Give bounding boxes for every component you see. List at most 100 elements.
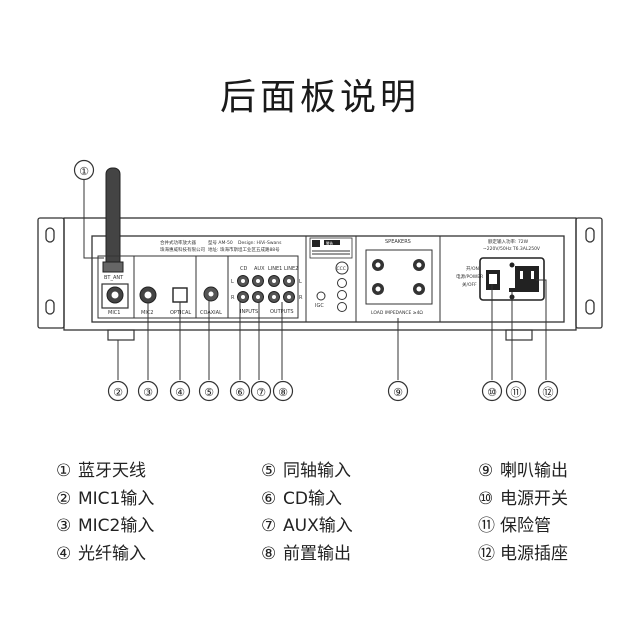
legend-mark: ① bbox=[56, 461, 72, 481]
warning-section: 警告 CCC IGC bbox=[309, 237, 353, 312]
ccc-mark: CCC bbox=[337, 266, 346, 272]
callout-circle-7 bbox=[250, 380, 272, 402]
callout-num-11: ⑪ bbox=[511, 386, 522, 399]
speaker-terminal-r-pos[interactable] bbox=[413, 259, 425, 271]
rack-ear-left bbox=[37, 217, 65, 329]
legend-label: 保险管 bbox=[500, 516, 551, 536]
legend-label: 蓝牙天线 bbox=[78, 461, 146, 481]
speaker-terminal-l-neg[interactable] bbox=[372, 283, 384, 295]
mic1-label: MIC1 bbox=[108, 310, 120, 316]
rca-line1-r[interactable] bbox=[268, 291, 280, 303]
callout-num-10: ⑩ bbox=[487, 386, 497, 399]
aux-label: AUX bbox=[254, 266, 265, 272]
callout-markers bbox=[73, 159, 559, 402]
info-line-1: 合并式功率放大器 bbox=[160, 239, 196, 246]
mic2-jack[interactable]: MIC2 bbox=[139, 286, 157, 316]
bt-antenna: BT_ANT bbox=[102, 167, 124, 281]
legend-label: 电源开关 bbox=[500, 488, 568, 509]
legend-mark: ② bbox=[56, 488, 72, 509]
line1-label: LINE1 bbox=[268, 266, 282, 272]
page-title: 后面板说明 bbox=[219, 77, 420, 118]
legend-item: ⑩ 电源开关 bbox=[478, 486, 568, 514]
legend-item: ⑨ 喇叭输出 bbox=[478, 458, 568, 486]
legend-label: 喇叭输出 bbox=[500, 461, 568, 481]
power-label: 电源/POWER bbox=[456, 273, 483, 280]
callout-num-9: ⑨ bbox=[393, 386, 403, 399]
rca-aux-r[interactable] bbox=[252, 291, 264, 303]
callout-lines bbox=[83, 180, 547, 380]
callout-circle-12 bbox=[537, 380, 559, 402]
callout-num-6: ⑥ bbox=[235, 386, 245, 399]
rca-cd-l[interactable] bbox=[237, 275, 249, 287]
optical-label: OPTICAL bbox=[170, 310, 191, 316]
cd-label: CD bbox=[240, 266, 247, 272]
rca-line2-r[interactable] bbox=[283, 291, 295, 303]
fuse-holder[interactable] bbox=[509, 288, 515, 292]
antenna-label: BT_ANT bbox=[104, 275, 124, 281]
info-model: 型号 AM-50 bbox=[208, 239, 233, 246]
callout-circle-8 bbox=[272, 380, 294, 402]
power-rating: 额定输入功率: 72W bbox=[488, 238, 529, 245]
r-label-2: R bbox=[299, 295, 303, 301]
callout-circle-6 bbox=[229, 380, 251, 402]
callout-num-3: ③ bbox=[143, 386, 153, 399]
legend-mark: ⑩ bbox=[478, 488, 494, 509]
rca-line2-l[interactable] bbox=[283, 275, 295, 287]
warning-label: 警告 bbox=[326, 241, 334, 246]
optical-input[interactable]: OPTICAL bbox=[170, 287, 191, 316]
legend-mark: ⑪ bbox=[478, 516, 495, 536]
callout-circle-11 bbox=[505, 380, 527, 402]
speaker-section: SPEAKERS LOAD IMPEDANCE ≥4Ω bbox=[365, 239, 433, 316]
legend-mark: ③ bbox=[56, 516, 72, 536]
callout-circle-10 bbox=[481, 380, 503, 402]
callout-numbers: ① ② ③ ④ ⑤ ⑥ ⑦ ⑧ ⑨ ⑩ ⑪ ⑫ bbox=[79, 165, 553, 399]
voltage-rating: ~220V/50Hz T6.3AL250V bbox=[483, 246, 541, 252]
l-label-2: L bbox=[299, 279, 302, 285]
rca-aux-l[interactable] bbox=[252, 275, 264, 287]
callout-circle-1 bbox=[73, 159, 95, 181]
rca-cd-r[interactable] bbox=[237, 291, 249, 303]
legend-mark: ⑧ bbox=[261, 543, 277, 564]
legend-mark: ⑫ bbox=[478, 543, 495, 564]
power-switch[interactable] bbox=[486, 270, 500, 290]
callout-num-12: ⑫ bbox=[543, 386, 554, 399]
callout-num-5: ⑤ bbox=[204, 386, 214, 399]
rca-labels: CD AUX LINE1 LINE2 L R L R INPUTS OUTPUT… bbox=[231, 266, 303, 315]
callout-num-4: ④ bbox=[175, 386, 185, 399]
r-label-1: R bbox=[231, 295, 235, 301]
speaker-terminal-r-neg[interactable] bbox=[413, 283, 425, 295]
coaxial-input[interactable]: COAXIAL bbox=[200, 286, 222, 316]
legend-mark: ⑥ bbox=[261, 488, 277, 509]
callout-num-7: ⑦ bbox=[256, 386, 266, 399]
legend-label: 前置输出 bbox=[283, 543, 351, 564]
legend-label: 电源插座 bbox=[500, 543, 568, 564]
legend-label: 同轴输入 bbox=[283, 461, 351, 481]
legend-label: 光纤输入 bbox=[78, 543, 146, 564]
legend-item: ⑥ CD输入 bbox=[261, 486, 353, 514]
rca-line1-l[interactable] bbox=[268, 275, 280, 287]
legend-mark: ⑤ bbox=[261, 461, 277, 481]
legend-mark: ⑨ bbox=[478, 461, 494, 481]
mic1-jack[interactable]: MIC1 bbox=[101, 283, 129, 316]
legend-label: MIC1输入 bbox=[78, 488, 155, 509]
info-line-2: 珠海惠威科技有限公司 bbox=[160, 246, 205, 253]
chassis bbox=[63, 217, 577, 331]
callout-circle-9 bbox=[387, 380, 409, 402]
coaxial-label: COAXIAL bbox=[200, 310, 222, 316]
line2-label: LINE2 bbox=[284, 266, 298, 272]
legend-label: CD输入 bbox=[283, 488, 342, 509]
callout-circle-2 bbox=[107, 380, 129, 402]
callout-num-2: ② bbox=[113, 386, 123, 399]
legend-item: ② MIC1输入 bbox=[56, 486, 154, 514]
speaker-terminal-l-pos[interactable] bbox=[372, 259, 384, 271]
callout-circle-3 bbox=[137, 380, 159, 402]
power-socket[interactable] bbox=[515, 266, 539, 292]
load-label: LOAD IMPEDANCE ≥4Ω bbox=[371, 310, 423, 316]
